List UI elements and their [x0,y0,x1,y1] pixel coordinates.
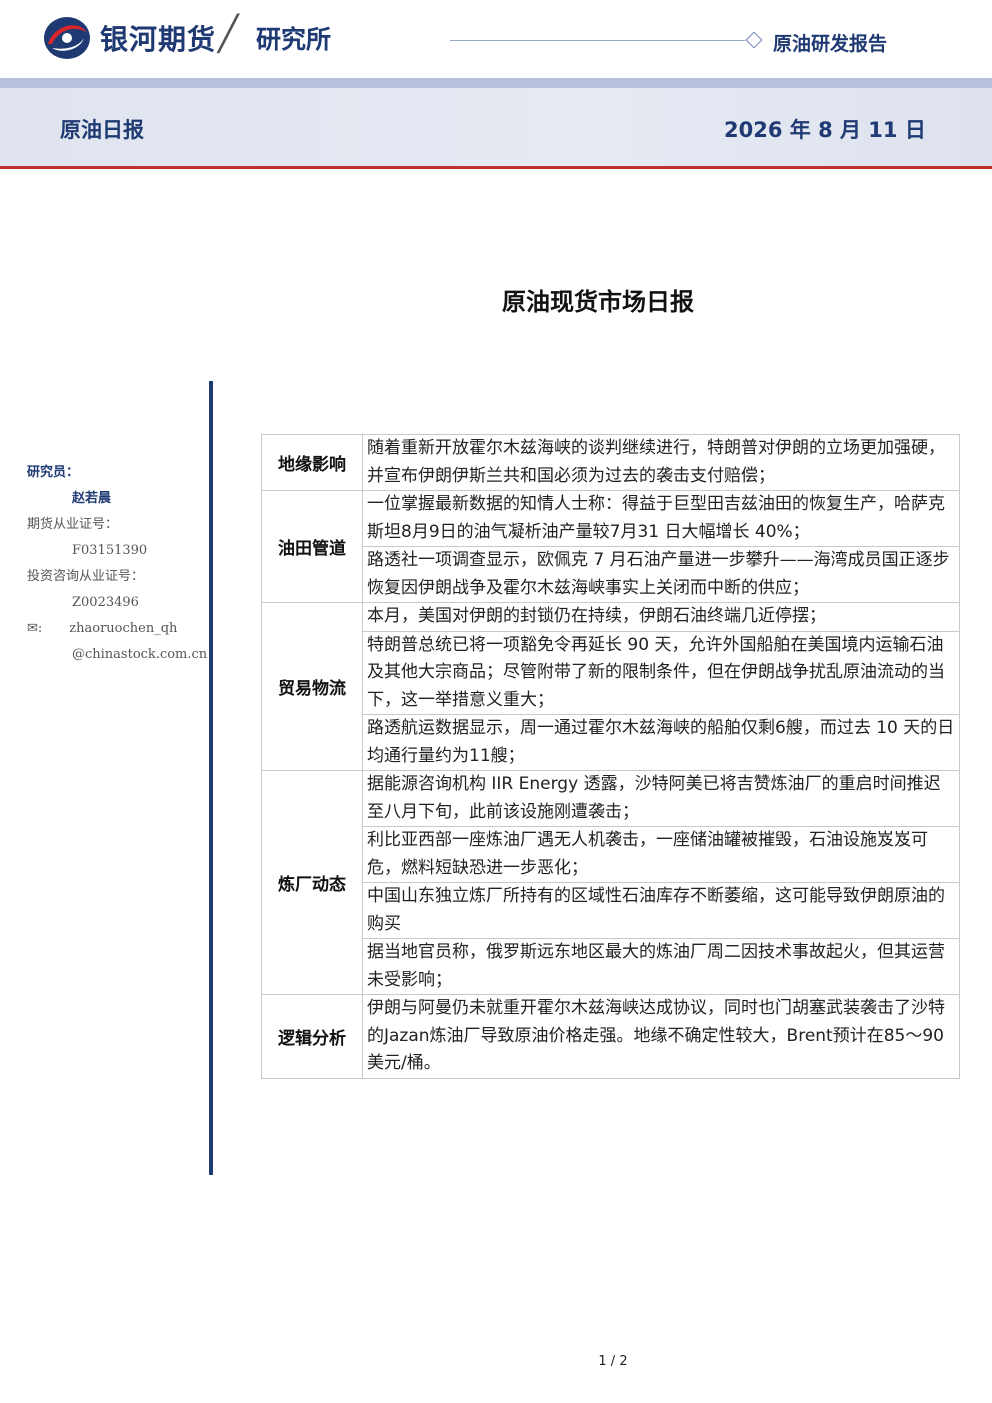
diamond-icon [745,31,763,49]
row-category: 逻辑分析 [261,994,363,1079]
row-category: 炼厂动态 [261,770,363,995]
mail-icon: ✉: [27,621,43,636]
news-item: 据能源咨询机构 IIR Energy 透露，沙特阿美已将吉赞炼油厂的重启时间推迟… [363,771,959,827]
news-item: 中国山东独立炼厂所持有的区域性石油库存不断萎缩，这可能导致伊朗原油的购买 [363,883,959,939]
author-role-label: 研究员： [27,465,80,480]
row-content: 伊朗与阿曼仍未就重开霍尔木兹海峡达成协议，同时也门胡塞武装袭击了沙特的Jazan… [362,994,960,1079]
email-line2[interactable]: @chinastock.com.cn [72,647,208,662]
row-category: 地缘影响 [261,434,363,491]
row-content: 据能源咨询机构 IIR Energy 透露，沙特阿美已将吉赞炼油厂的重启时间推迟… [362,770,960,995]
author-name: 赵若晨 [72,491,112,506]
email-row: ✉: zhaoruochen_qh [27,616,207,642]
title-band [0,88,992,166]
galaxy-logo-icon [44,17,90,59]
row-content: 本月，美国对伊朗的封锁仍在持续，伊朗石油终端几近停摆；特朗普总统已将一项豁免令再… [362,602,960,771]
institute-name: 研究所 [256,25,332,54]
table-row: 贸易物流本月，美国对伊朗的封锁仍在持续，伊朗石油终端几近停摆；特朗普总统已将一项… [261,602,960,771]
report-date: 2026 年 8 月 11 日 [724,118,926,142]
news-item: 一位掌握最新数据的知情人士称：得益于巨型田吉兹油田的恢复生产，哈萨克斯坦8月9日… [363,491,959,547]
page-header: 银河期货 ╱ 研究所 原油研发报告 [0,0,992,78]
header-rule [450,40,745,41]
table-row: 炼厂动态据能源咨询机构 IIR Energy 透露，沙特阿美已将吉赞炼油厂的重启… [261,770,960,995]
report-type: 原油研发报告 [773,33,888,55]
email-line1[interactable]: zhaoruochen_qh [69,621,178,636]
news-item: 据当地官员称，俄罗斯远东地区最大的炼油厂周二因技术事故起火，但其运营未受影响； [367,942,945,990]
row-content: 随着重新开放霍尔木兹海峡的谈判继续进行，特朗普对伊朗的立场更加强硬，并宣布伊朗伊… [362,434,960,491]
news-item: 特朗普总统已将一项豁免令再延长 90 天，允许外国船舶在美国境内运输石油及其他大… [363,632,959,715]
sidebar-divider [209,381,213,1175]
row-content: 一位掌握最新数据的知情人士称：得益于巨型田吉兹油田的恢复生产，哈萨克斯坦8月9日… [362,490,960,603]
consult-cert-label: 投资咨询从业证号： [27,569,145,584]
row-category: 油田管道 [261,490,363,603]
news-item: 路透社一项调查显示，欧佩克 7 月石油产量进一步攀升——海湾成员国正逐步恢复因伊… [367,550,950,598]
consult-cert: Z0023496 [72,595,139,610]
row-category: 贸易物流 [261,602,363,771]
brand-name: 银河期货 [100,23,217,56]
author-info: 研究员： 赵若晨 期货从业证号： F03151390 投资咨询从业证号： Z00… [27,460,207,668]
futures-cert-label: 期货从业证号： [27,517,119,532]
news-item: 伊朗与阿曼仍未就重开霍尔木兹海峡达成协议，同时也门胡塞武装袭击了沙特的Jazan… [367,998,945,1073]
table-row: 油田管道一位掌握最新数据的知情人士称：得益于巨型田吉兹油田的恢复生产，哈萨克斯坦… [261,490,960,603]
news-item: 本月，美国对伊朗的封锁仍在持续，伊朗石油终端几近停摆； [363,603,959,632]
news-item: 随着重新开放霍尔木兹海峡的谈判继续进行，特朗普对伊朗的立场更加强硬，并宣布伊朗伊… [367,438,945,486]
table-row: 逻辑分析伊朗与阿曼仍未就重开霍尔木兹海峡达成协议，同时也门胡塞武装袭击了沙特的J… [261,994,960,1079]
news-table: 地缘影响随着重新开放霍尔木兹海峡的谈判继续进行，特朗普对伊朗的立场更加强硬，并宣… [261,434,960,1079]
page-number: 1 / 2 [598,1354,628,1369]
daily-title: 原油日报 [60,118,144,142]
header-slash: ╱ [218,14,239,54]
news-item: 路透航运数据显示，周一通过霍尔木兹海峡的船舶仅剩6艘，而过去 10 天的日均通行… [367,718,955,766]
news-item: 利比亚西部一座炼油厂遇无人机袭击，一座储油罐被摧毁，石油设施岌岌可危，燃料短缺恐… [363,827,959,883]
table-row: 地缘影响随着重新开放霍尔木兹海峡的谈判继续进行，特朗普对伊朗的立场更加强硬，并宣… [261,434,960,491]
page-title: 原油现货市场日报 [502,288,694,316]
red-rule [0,166,992,169]
header-band [0,78,992,88]
futures-cert: F03151390 [72,543,148,558]
